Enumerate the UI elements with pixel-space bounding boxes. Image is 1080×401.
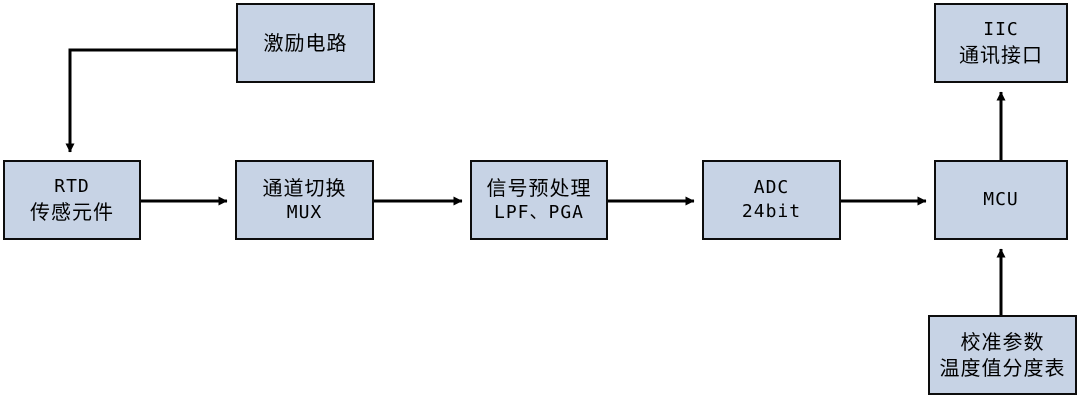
block-rtd-sensor[interactable]: RTD 传感元件: [3, 160, 141, 240]
block-channel-mux-line2: MUX: [286, 202, 323, 224]
block-iic-interface[interactable]: IIC 通讯接口: [934, 3, 1068, 83]
block-signal-preprocessing-line1: 信号预处理: [486, 175, 592, 200]
block-adc-line1: ADC: [753, 177, 790, 199]
block-mcu-line1: MCU: [983, 189, 1019, 211]
block-signal-preprocessing-line2: LPF、PGA: [493, 202, 585, 224]
block-channel-mux-line1: 通道切换: [262, 175, 347, 200]
block-calibration-parameters[interactable]: 校准参数 温度值分度表: [928, 315, 1077, 395]
block-rtd-sensor-line1: RTD: [54, 175, 90, 197]
connector-excitation-to-rtd: [65, 48, 236, 153]
block-adc[interactable]: ADC 24bit: [702, 160, 841, 240]
block-mcu[interactable]: MCU: [934, 160, 1068, 240]
block-channel-mux[interactable]: 通道切换 MUX: [235, 160, 374, 240]
block-adc-line2: 24bit: [741, 201, 802, 222]
block-calibration-parameters-line1: 校准参数: [960, 329, 1045, 354]
block-iic-interface-line1: IIC: [983, 18, 1019, 40]
block-rtd-sensor-line2: 传感元件: [30, 199, 114, 224]
block-excitation-circuit-line1: 激励电路: [263, 30, 348, 55]
block-calibration-parameters-line2: 温度值分度表: [939, 356, 1066, 380]
block-iic-interface-line2: 通讯接口: [959, 42, 1043, 67]
block-excitation-circuit[interactable]: 激励电路: [236, 3, 375, 83]
block-signal-preprocessing[interactable]: 信号预处理 LPF、PGA: [470, 160, 608, 240]
